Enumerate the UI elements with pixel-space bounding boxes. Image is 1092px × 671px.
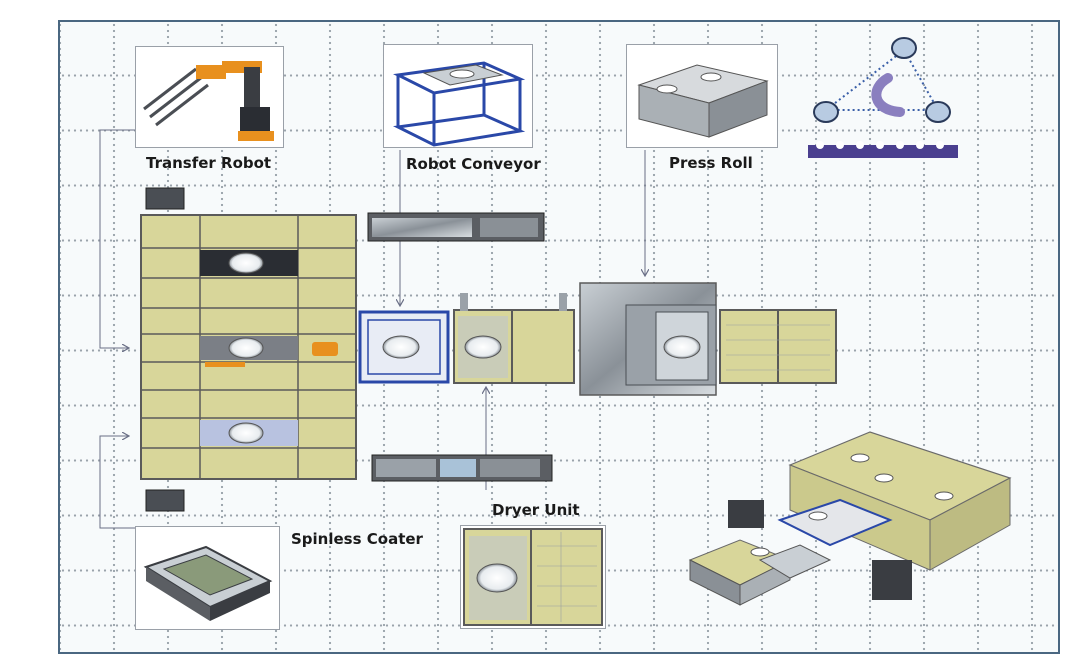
transfer-module (140, 214, 357, 480)
conveyor-module (358, 310, 450, 384)
dryer-module (453, 293, 575, 384)
isometric-overview (688, 431, 1012, 606)
robot-conveyor-image (383, 44, 533, 148)
output-module (719, 309, 837, 384)
dryer-unit-label: Dryer Unit (492, 501, 580, 519)
press-roll-module (579, 282, 717, 396)
press-roll-schematic (808, 37, 958, 158)
robot-conveyor-label: Robot Conveyor (406, 155, 541, 173)
spinless-coater-label: Spinless Coater (291, 530, 423, 548)
controller-box (145, 489, 185, 512)
spinless-coater-image (135, 526, 280, 630)
top-cabinet (367, 212, 545, 242)
press-roll-image (626, 44, 778, 148)
transfer-robot-image (135, 46, 284, 148)
press-roll-label: Press Roll (669, 154, 753, 172)
bottom-cabinet (371, 454, 553, 482)
transfer-robot-label: Transfer Robot (146, 154, 272, 172)
controller-box (145, 187, 185, 210)
dryer-unit-image (460, 525, 606, 629)
